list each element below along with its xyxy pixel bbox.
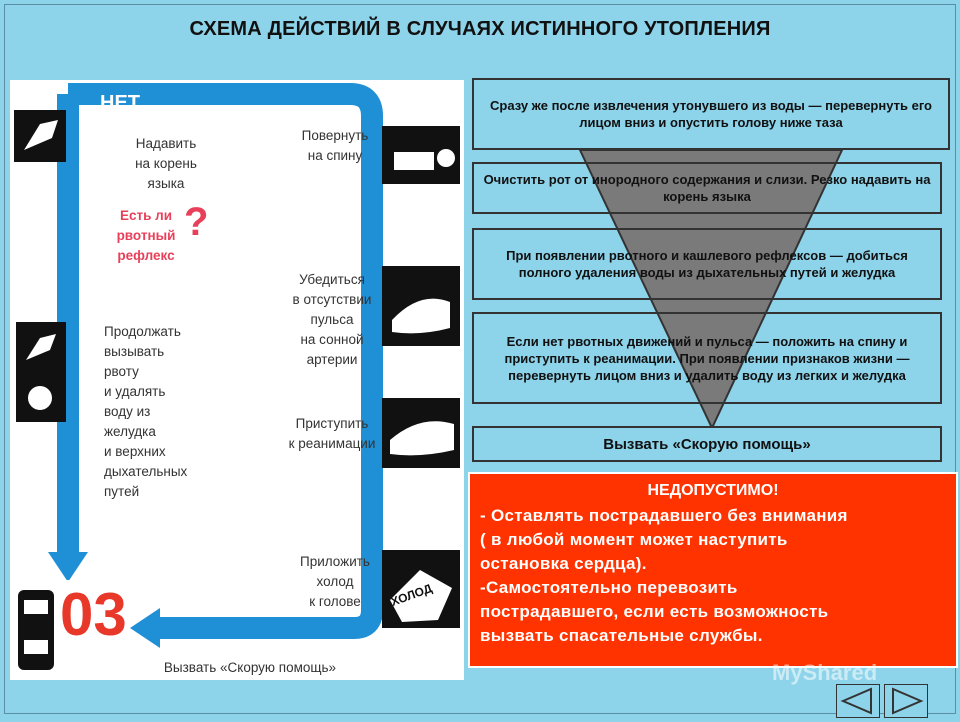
question-mark-icon: ?	[184, 200, 209, 244]
pulse-check-icon	[382, 266, 460, 346]
slide-frame	[4, 4, 956, 714]
arrow-left-icon	[840, 687, 872, 715]
call-ambulance-label: Вызвать «Скорую помощь»	[163, 660, 337, 675]
down-arrow-head	[48, 552, 88, 582]
vomit-reflex-question: Есть ли рвотный рефлекс	[116, 208, 176, 263]
top-flow-bar	[68, 83, 383, 585]
warning-line-4: -Самостоятельно перевозить	[480, 578, 738, 597]
turn-body-icon	[382, 126, 460, 184]
next-slide-button[interactable]	[884, 684, 928, 718]
step-box-1: Сразу же после извлечения утонувшего из …	[472, 78, 950, 150]
step-continue-label: Продолжать вызывать рвоту и удалять воду…	[104, 324, 188, 499]
step-box-3: При появлении рвотного и кашлевого рефле…	[472, 228, 942, 300]
flow-arrows	[14, 83, 460, 676]
left-arrow-head	[130, 608, 160, 648]
warning-line-5: пострадавшего, если есть возможность	[480, 602, 829, 621]
warning-line-2: ( в любой момент может наступить	[480, 530, 788, 549]
hand-mouth-icon-1	[14, 110, 66, 162]
bottom-flow-bar	[160, 580, 383, 639]
no-label: НЕТ	[100, 92, 140, 114]
step-press-root-label: Надавить на корень языка	[135, 136, 197, 191]
slide-title: СХЕМА ДЕЙСТВИЙ В СЛУЧАЯХ ИСТИННОГО УТОПЛ…	[189, 18, 771, 40]
phone-icon	[14, 580, 124, 676]
phone-number: 03	[60, 581, 127, 648]
warning-title: НЕДОПУСТИМО!	[647, 482, 779, 499]
flow-illustration: НЕТ ДА Надавить на корень языка Есть ли …	[10, 80, 464, 680]
cold-sign-icon	[382, 550, 460, 628]
step-box-4: Если нет рвотных движений и пульса — пол…	[472, 312, 942, 404]
reanimation-icon	[382, 398, 460, 468]
step-pulse-label: Убедиться в отсутствии пульса на сонной …	[292, 272, 372, 367]
yes-label: ДА	[26, 185, 55, 207]
watermark: MyShared	[772, 660, 878, 685]
step-reanimation-label: Приступить к реанимации	[288, 416, 376, 451]
step-box-call: Вызвать «Скорую помощь»	[472, 426, 942, 462]
hand-mouth-icon-3	[16, 372, 66, 422]
warning-line-1: - Оставлять пострадавшего без внимания	[480, 506, 848, 525]
warning-box: НЕДОПУСТИМО! - Оставлять пострадавшего б…	[468, 472, 958, 668]
step-cold-label: Приложить холод к голове	[300, 554, 370, 609]
hand-mouth-icon-2	[16, 322, 66, 372]
step-turn-back-label: Повернуть на спину	[301, 128, 369, 163]
step-box-2: Очистить рот от инородного содержания и …	[472, 162, 942, 214]
warning-line-3: остановка сердца).	[480, 554, 647, 573]
arrow-right-icon	[892, 687, 924, 715]
warning-line-6: вызвать спасательные службы.	[480, 626, 763, 645]
prev-slide-button[interactable]	[836, 684, 880, 718]
